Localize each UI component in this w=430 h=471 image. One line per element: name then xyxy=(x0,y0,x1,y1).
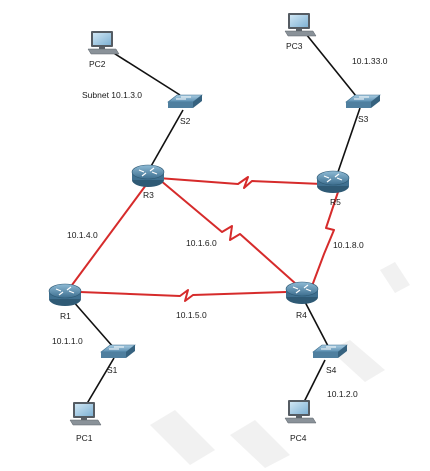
label-s2: S2 xyxy=(180,116,191,126)
subnet-label-r5-r4: 10.1.8.0 xyxy=(333,240,364,250)
label-pc2: PC2 xyxy=(89,59,106,69)
serial-links xyxy=(71,176,339,302)
link-r3-r4 xyxy=(159,179,297,285)
link-r1-s1 xyxy=(71,299,115,349)
subnet-label-s2: Subnet 10.1.3.0 xyxy=(82,90,142,100)
router-r1-icon[interactable] xyxy=(48,283,82,307)
link-r1-r3 xyxy=(71,184,147,286)
label-r4: R4 xyxy=(296,310,307,320)
label-pc1: PC1 xyxy=(76,433,93,443)
label-pc4: PC4 xyxy=(290,433,307,443)
pc-pc3-icon[interactable] xyxy=(284,12,317,37)
subnet-label-r1-r3: 10.1.4.0 xyxy=(67,230,98,240)
label-pc3: PC3 xyxy=(286,41,303,51)
label-s1: S1 xyxy=(107,365,118,375)
subnet-label-s1: 10.1.1.0 xyxy=(52,336,83,346)
label-r1: R1 xyxy=(60,311,71,321)
label-s3: S3 xyxy=(358,114,369,124)
link-r1-r4 xyxy=(79,289,287,302)
label-r5: R5 xyxy=(330,197,341,207)
subnet-label-r1-r4: 10.1.5.0 xyxy=(176,310,207,320)
pc-pc1-icon[interactable] xyxy=(69,401,102,426)
subnet-label-s4: 10.1.2.0 xyxy=(327,389,358,399)
link-pc2-s2 xyxy=(111,51,181,96)
label-r3: R3 xyxy=(143,190,154,200)
link-s2-r3 xyxy=(149,109,184,169)
link-s3-r5 xyxy=(337,107,361,173)
router-r5-icon[interactable] xyxy=(316,170,350,194)
label-s4: S4 xyxy=(326,365,337,375)
switch-s2-icon[interactable] xyxy=(167,94,203,109)
pc-pc4-icon[interactable] xyxy=(284,399,317,424)
pc-pc2-icon[interactable] xyxy=(87,30,120,55)
switch-s1-icon[interactable] xyxy=(100,344,136,359)
link-pc3-s3 xyxy=(305,33,357,97)
link-r5-r4 xyxy=(311,191,339,287)
switch-s3-icon[interactable] xyxy=(345,94,381,109)
router-r3-icon[interactable] xyxy=(131,164,165,188)
link-r3-r5 xyxy=(157,176,323,189)
router-r4-icon[interactable] xyxy=(285,281,319,305)
subnet-label-r3-r4: 10.1.6.0 xyxy=(186,238,217,248)
subnet-label-s3: 10.1.33.0 xyxy=(352,56,388,66)
link-r4-s4 xyxy=(303,299,329,347)
